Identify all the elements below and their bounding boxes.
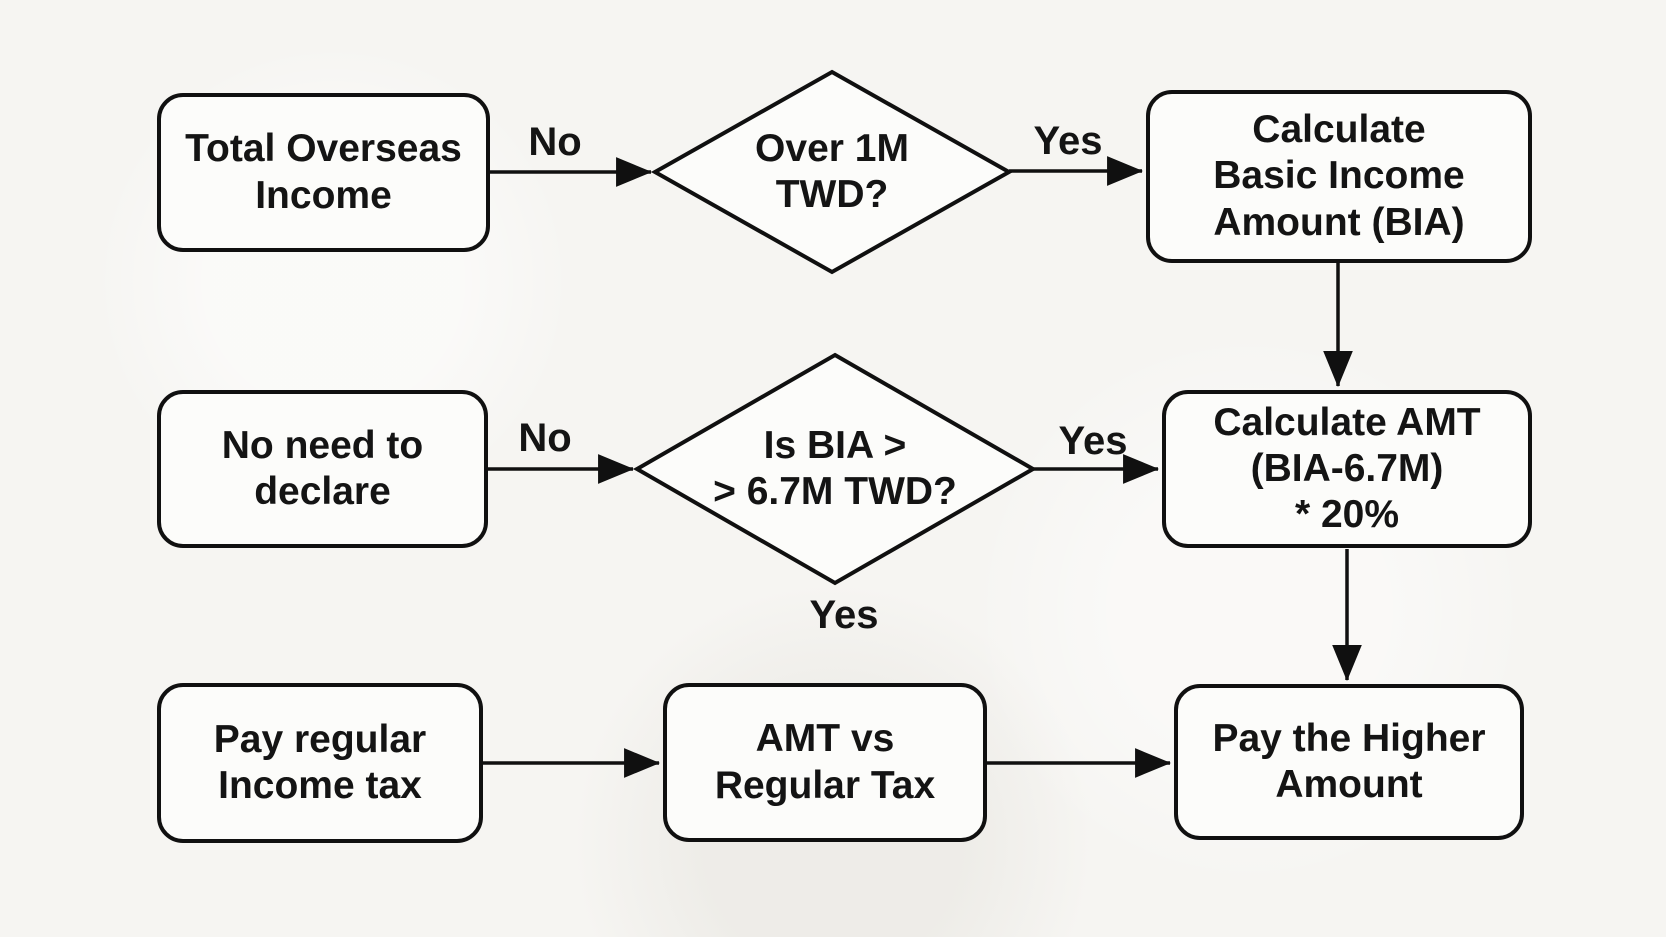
- node-total-overseas-income-label: Total Overseas Income: [185, 127, 462, 217]
- node-pay-regular-income-tax-label: Pay regular Income tax: [213, 717, 427, 807]
- decision-over-1m-label: Over 1M TWD?: [755, 126, 909, 216]
- node-calculate-bia: Calculate Basic Income Amount (BIA): [1146, 90, 1532, 263]
- node-pay-the-higher-amount-label: Pay the Higher Amount: [1212, 716, 1486, 806]
- node-amt-vs-regular-tax: AMT vs Regular Tax: [663, 683, 987, 842]
- node-amt-vs-regular-tax-label: AMT vs Regular Tax: [714, 717, 936, 807]
- node-total-overseas-income: Total Overseas Income: [157, 93, 490, 252]
- node-no-need-to-declare-label: No need to declare: [221, 423, 424, 513]
- node-calculate-amt-label: Calculate AMT (BIA-6.7M) * 20%: [1213, 400, 1481, 536]
- edge-label-yes-row2: Yes: [1058, 418, 1128, 463]
- decision-over-1m-shape: [650, 69, 1014, 275]
- edge-label-no-row2: No: [518, 415, 572, 460]
- decision-bia-over-67m-shape: [632, 352, 1038, 586]
- decision-bia-over-67m-label: Is BIA > > 6.7M TWD?: [713, 423, 957, 513]
- edge-label-no-row1: No: [528, 119, 582, 164]
- node-calculate-amt: Calculate AMT (BIA-6.7M) * 20%: [1162, 390, 1532, 548]
- edge-label-yes-row1: Yes: [1033, 118, 1103, 163]
- node-no-need-to-declare: No need to declare: [157, 390, 488, 548]
- node-pay-the-higher-amount: Pay the Higher Amount: [1174, 684, 1524, 840]
- edge-label-yes-below-diamond2: Yes: [809, 592, 879, 637]
- node-pay-regular-income-tax: Pay regular Income tax: [157, 683, 483, 843]
- node-calculate-bia-label: Calculate Basic Income Amount (BIA): [1213, 108, 1465, 244]
